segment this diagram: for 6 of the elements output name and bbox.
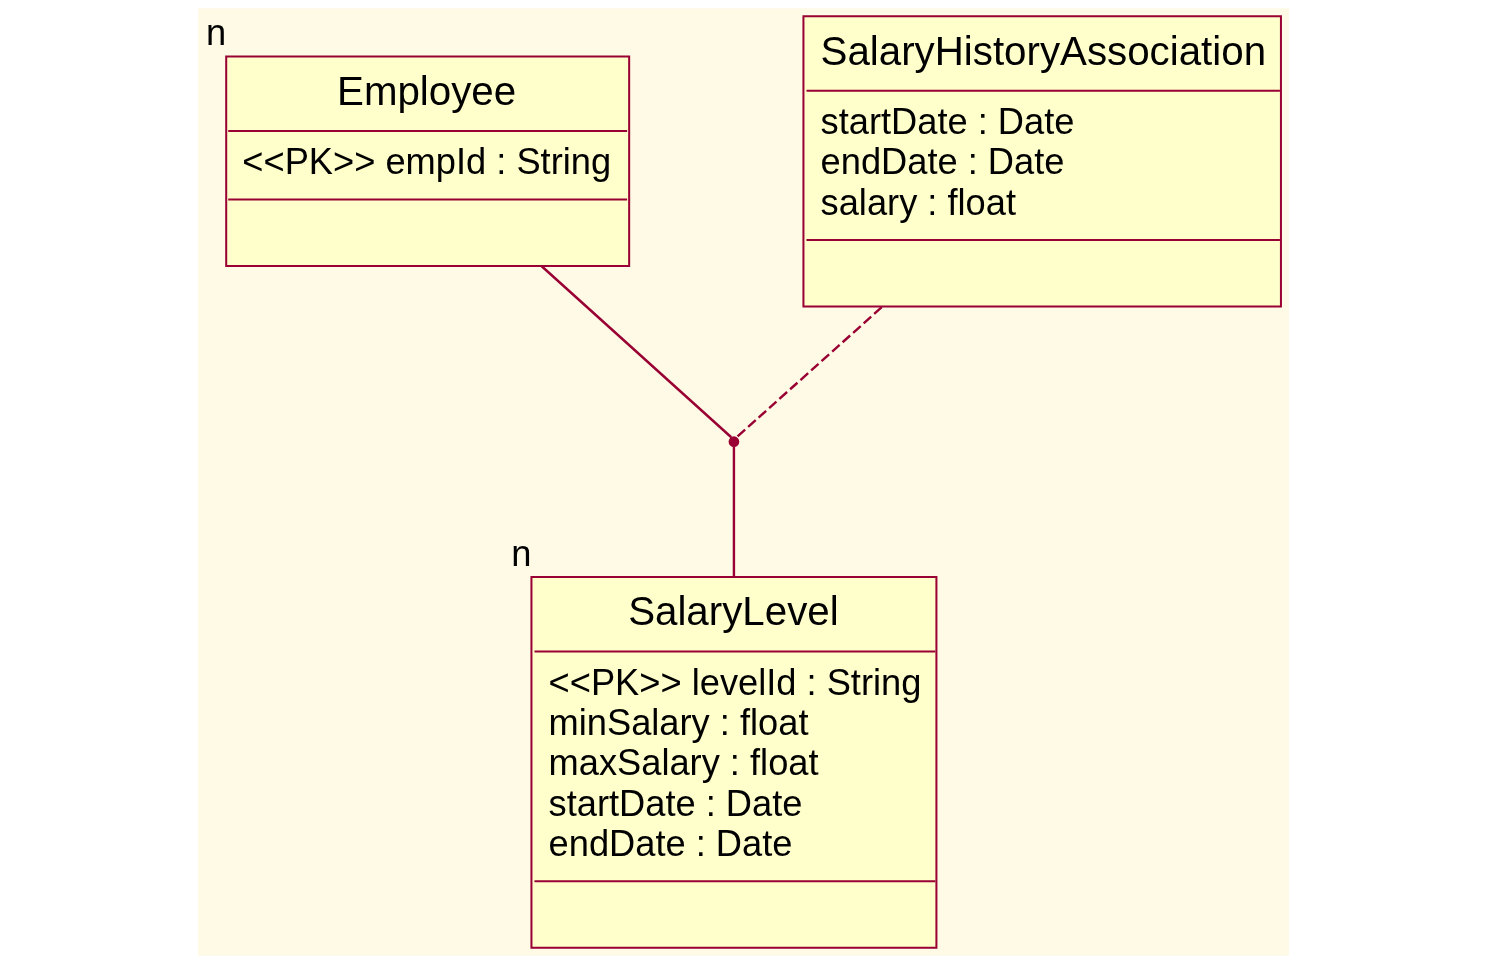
node-label: n (206, 12, 227, 54)
connector (540, 265, 733, 439)
node-label: n (511, 532, 532, 574)
connector (735, 306, 883, 439)
node-point (728, 436, 740, 448)
connector (732, 446, 736, 577)
